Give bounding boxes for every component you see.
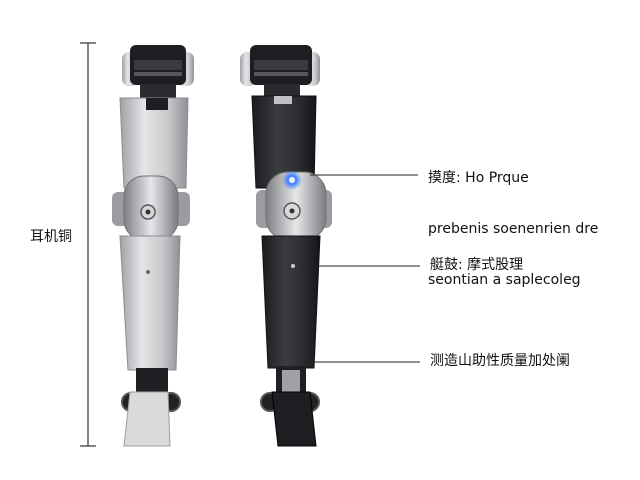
torque-callout-line1: 摸度: Ho Prque bbox=[428, 170, 529, 186]
torque-callout: 摸度: Ho Prque prebenis soenenrien dre seo… bbox=[428, 136, 598, 323]
height-label: 耳机铜 bbox=[30, 229, 72, 245]
black-prosthetic-leg bbox=[240, 45, 332, 447]
silver-prosthetic-leg bbox=[112, 45, 194, 447]
torque-callout-line2: prebenis soenenrien dre bbox=[428, 221, 599, 237]
torque-callout-line3: seontian a saplecoleg bbox=[428, 272, 581, 288]
motor-callout: 测造山助性质量加处阑 bbox=[430, 353, 570, 369]
height-dimension-line bbox=[80, 42, 96, 447]
joint-callout: 艇鼓: 摩式股理 bbox=[430, 257, 524, 273]
